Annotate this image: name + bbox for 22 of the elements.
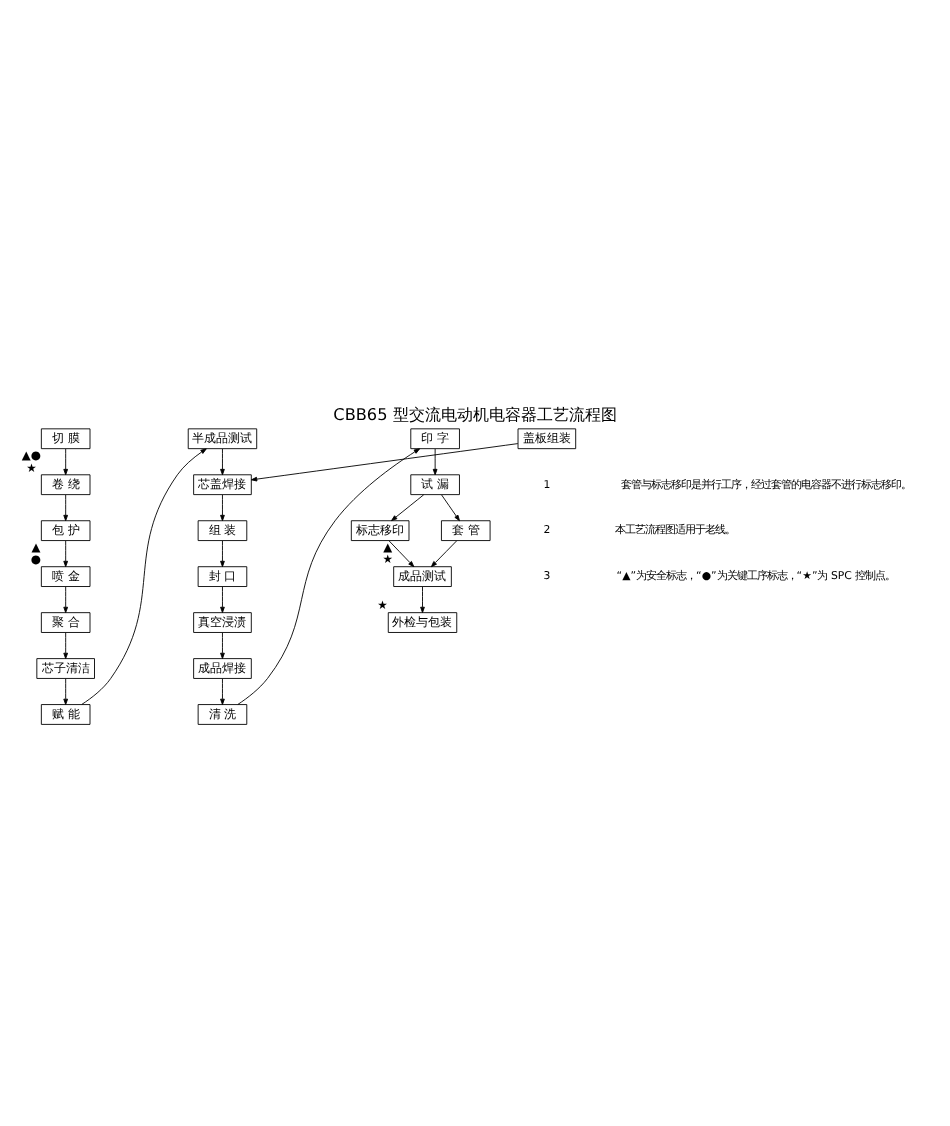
- arrow: [220, 631, 225, 659]
- arrow: [63, 585, 68, 613]
- arrow: [420, 585, 425, 613]
- arrow: [63, 539, 68, 567]
- arrow: [432, 447, 438, 475]
- arrow: [220, 677, 225, 704]
- arrow: [220, 493, 225, 521]
- arrow: [220, 447, 225, 475]
- arrow: [441, 493, 460, 521]
- arrow: [388, 539, 415, 567]
- arrow: [63, 631, 68, 659]
- arrow: [391, 493, 425, 521]
- arrow: [63, 677, 68, 704]
- arrow: [63, 447, 68, 475]
- arrow: [430, 539, 458, 567]
- arrow: [237, 447, 421, 704]
- arrow: [220, 539, 225, 567]
- diagram-title: CBB65 型交流电动机电容器工艺流程图: [333, 403, 617, 424]
- arrow: [220, 585, 225, 613]
- arrow: [63, 493, 68, 521]
- arrow: [81, 447, 207, 704]
- arrow: [250, 442, 519, 481]
